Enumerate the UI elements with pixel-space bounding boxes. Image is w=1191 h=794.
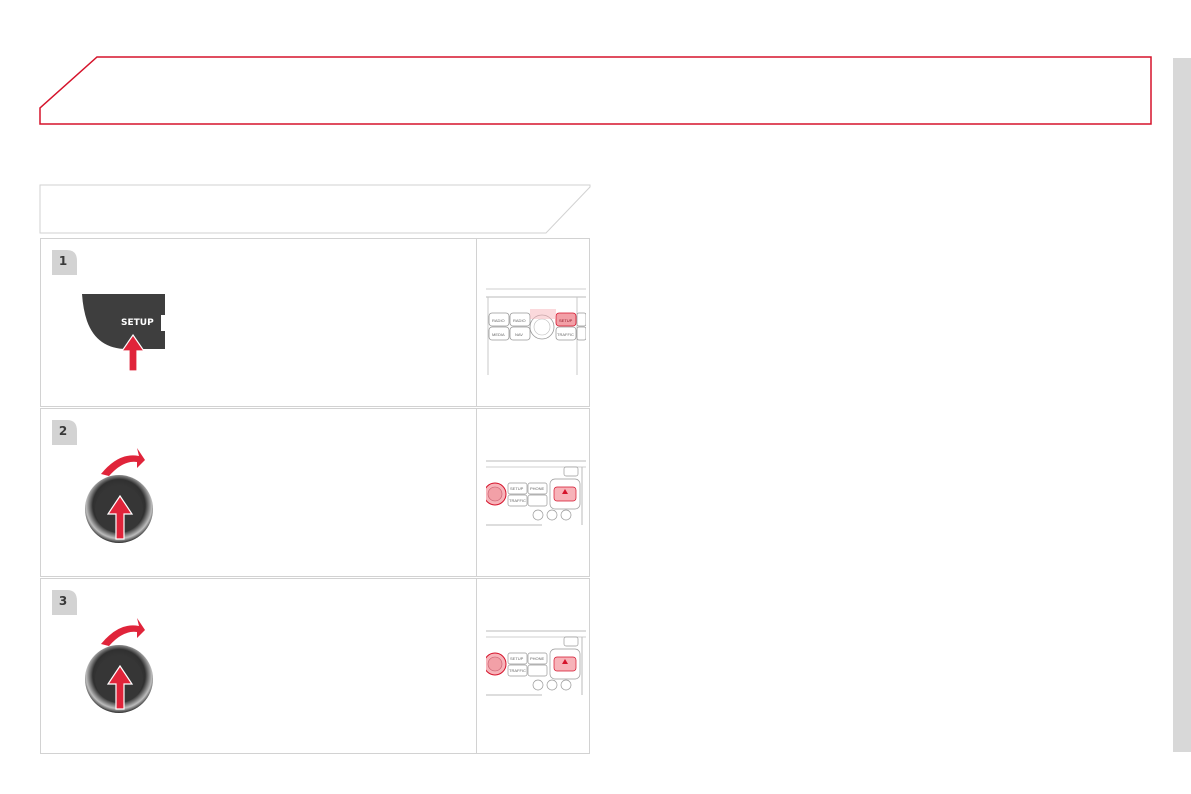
control-panel-thumbnail: SETUP PHONE TRAFFIC	[486, 460, 586, 526]
control-panel-thumbnail: RADIO RADIO MEDIA NAV SETUP TRAFFIC	[486, 288, 586, 375]
step-divider	[476, 409, 477, 576]
phone-key-label: PHONE	[530, 656, 545, 661]
traffic-key-label: TRAFFIC	[509, 668, 526, 673]
step-badge-icon	[52, 420, 77, 445]
traffic-key-label: TRAFFIC	[557, 332, 574, 337]
control-panel-thumbnail: SETUP PHONE TRAFFIC	[486, 630, 586, 696]
section-title-banner	[39, 56, 1152, 125]
setup-button-icon: SETUP	[82, 294, 165, 372]
step-row-2: 2 SETUP PHONE TRAFFIC	[40, 408, 590, 577]
procedure-header	[39, 184, 591, 234]
setup-key-label-thumb: SETUP	[510, 486, 524, 491]
step-row-1: 1 SETUP RADIO RADIO MEDIA NAV SETUP TRAF…	[40, 238, 590, 407]
media-key-label: MEDIA	[492, 332, 505, 337]
step-number: 1	[58, 254, 68, 268]
setup-key-label: SETUP	[121, 318, 154, 328]
step-number: 3	[58, 594, 68, 608]
traffic-key-label: TRAFFIC	[509, 498, 526, 503]
chapter-side-tab	[1173, 58, 1191, 752]
radio-key-label: RADIO	[492, 318, 505, 323]
step-divider	[476, 579, 477, 753]
step-badge-icon	[52, 590, 77, 615]
step-number: 2	[58, 424, 68, 438]
step-divider	[476, 239, 477, 406]
setup-key-label-thumb: SETUP	[510, 656, 524, 661]
radio-key-label-2: RADIO	[513, 318, 526, 323]
phone-key-label: PHONE	[530, 486, 545, 491]
rotary-dial-turn-press-icon	[85, 448, 153, 543]
step-row-3: 3 SETUP PHONE TRAFFIC	[40, 578, 590, 754]
rotary-dial-turn-press-icon	[85, 618, 153, 713]
nav-key-label: NAV	[515, 332, 523, 337]
setup-key-label-thumb: SETUP	[559, 318, 573, 323]
step-badge-icon	[52, 250, 77, 275]
